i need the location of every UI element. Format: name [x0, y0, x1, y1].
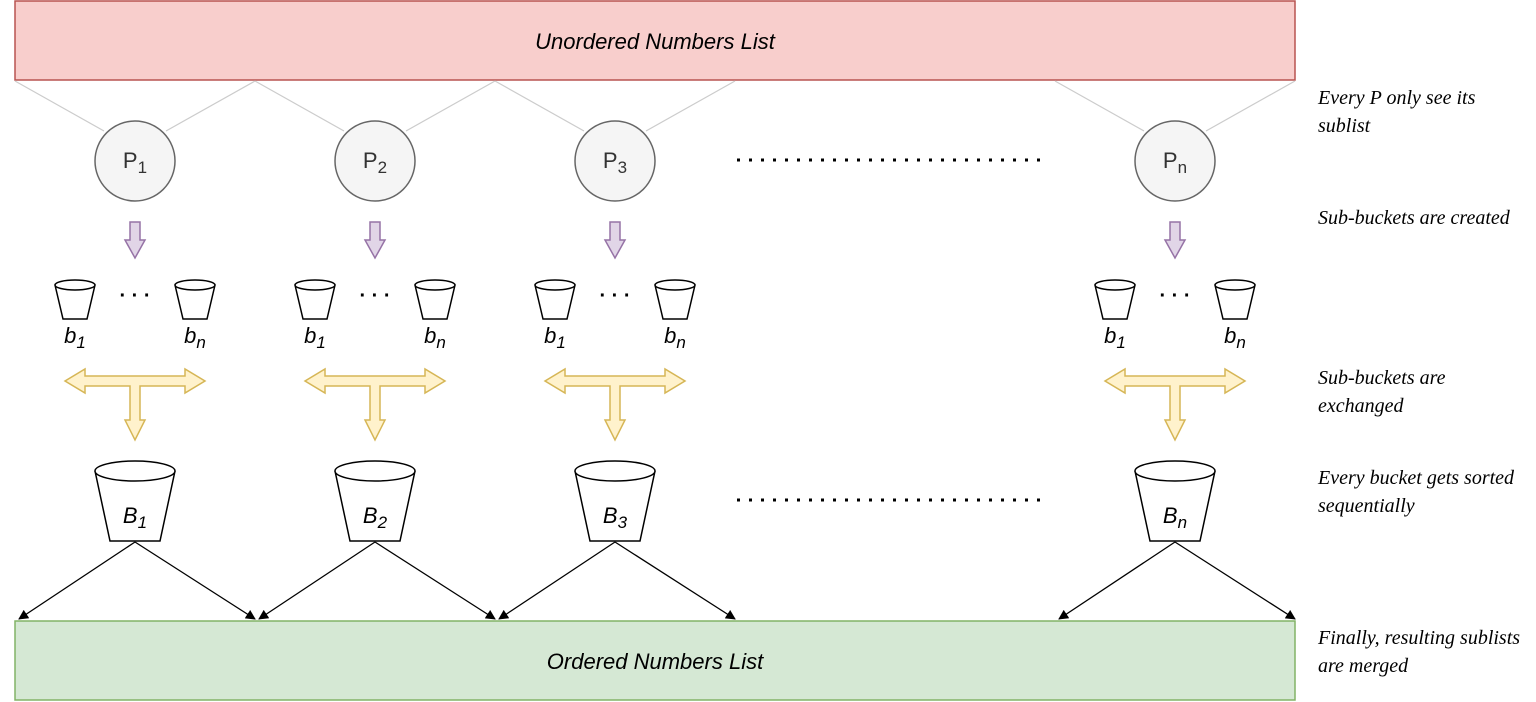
bucket-label-1: B1	[123, 503, 147, 532]
sub-bucket-2-1	[294, 284, 336, 320]
sub-bucket-label-1-1: b1	[64, 323, 86, 352]
bucket-rim-3	[574, 460, 656, 482]
sub-bucket-4-2	[1214, 284, 1256, 320]
sub-bucket-ellipsis-3: · · ·	[599, 285, 630, 307]
merge-arrow-right-4	[1174, 541, 1296, 620]
exchange-arrow-3	[543, 367, 687, 442]
sub-bucket-rim-2-2	[414, 279, 456, 291]
unordered-list-label: Unordered Numbers List	[535, 29, 776, 54]
bucket-rim-4	[1134, 460, 1216, 482]
sub-bucket-3-1	[534, 284, 576, 320]
processor-label-3: P3	[603, 148, 627, 177]
bucket-4	[1134, 470, 1216, 542]
merge-arrow-right-1	[134, 541, 256, 620]
processor-label-4: Pn	[1163, 148, 1187, 177]
sub-bucket-1-1	[54, 284, 96, 320]
sub-bucket-rim-1-2	[174, 279, 216, 291]
note-sublist: Every P only see its sublist	[1318, 87, 1476, 137]
create-arrow-1	[123, 221, 147, 260]
sub-bucket-ellipsis-1: · · ·	[119, 285, 150, 307]
connector-left-1	[14, 80, 105, 132]
sublist-connectors	[14, 80, 1296, 132]
column-1: P1 b1 bn · · · B1	[54, 120, 216, 542]
sub-bucket-rim-2-1	[294, 279, 336, 291]
connector-right-1	[165, 80, 256, 132]
processor-node-3	[574, 120, 656, 202]
bucket-3	[574, 470, 656, 542]
merge-arrow-left-4	[1058, 541, 1176, 620]
sub-bucket-1-2	[174, 284, 216, 320]
merge-arrow-left-3	[498, 541, 616, 620]
sub-bucket-2-2	[414, 284, 456, 320]
exchange-arrow-2	[303, 367, 447, 442]
bucket-rim-2	[334, 460, 416, 482]
ordered-list-label: Ordered Numbers List	[547, 649, 764, 674]
note-sublists-merged: Finally, resulting sublists are merged	[1318, 627, 1521, 677]
create-arrow-4	[1163, 221, 1187, 260]
create-arrow-2	[363, 221, 387, 260]
column-4: Pn b1 bn · · · Bn	[1094, 120, 1256, 542]
sub-bucket-4-1	[1094, 284, 1136, 320]
sub-bucket-ellipsis-2: · · ·	[359, 285, 390, 307]
sub-bucket-label-3-2: bn	[664, 323, 686, 352]
ordered-list-box	[14, 620, 1296, 701]
sub-bucket-label-4-1: b1	[1104, 323, 1126, 352]
unordered-list-box	[14, 0, 1296, 81]
bucket-rim-1	[94, 460, 176, 482]
sub-bucket-rim-1-1	[54, 279, 96, 291]
connector-left-3	[494, 80, 585, 132]
connector-right-4	[1205, 80, 1296, 132]
connector-right-3	[645, 80, 736, 132]
sub-bucket-label-4-2: bn	[1224, 323, 1246, 352]
merge-arrow-left-1	[18, 541, 136, 620]
sub-bucket-rim-4-1	[1094, 279, 1136, 291]
merge-arrow-right-3	[614, 541, 736, 620]
bucket-label-4: Bn	[1163, 503, 1187, 532]
bucket-1	[94, 470, 176, 542]
processor-node-1	[94, 120, 176, 202]
sub-bucket-rim-4-2	[1214, 279, 1256, 291]
note-buckets-sorted: Every bucket gets sorted sequentially	[1318, 467, 1515, 517]
connector-right-2	[405, 80, 496, 132]
sub-bucket-label-3-1: b1	[544, 323, 566, 352]
note-subbuckets-created: Sub-buckets are created	[1318, 207, 1510, 229]
processor-label-1: P1	[123, 148, 147, 177]
column-2: P2 b1 bn · · · B2	[294, 120, 456, 542]
connector-left-4	[1054, 80, 1145, 132]
bucket-2	[334, 470, 416, 542]
sub-bucket-label-2-1: b1	[304, 323, 326, 352]
sub-bucket-rim-3-2	[654, 279, 696, 291]
sub-bucket-3-2	[654, 284, 696, 320]
create-arrow-3	[603, 221, 627, 260]
bucket-label-2: B2	[363, 503, 388, 532]
connector-left-2	[254, 80, 345, 132]
merge-arrow-right-2	[374, 541, 496, 620]
exchange-arrow-1	[63, 367, 207, 442]
sub-bucket-rim-3-1	[534, 279, 576, 291]
sub-bucket-label-1-2: bn	[184, 323, 206, 352]
processor-label-2: P2	[363, 148, 387, 177]
sub-bucket-label-2-2: bn	[424, 323, 446, 352]
processor-node-2	[334, 120, 416, 202]
note-subbuckets-exchanged: Sub-buckets are exchanged	[1318, 367, 1446, 417]
merge-arrow-left-2	[258, 541, 376, 620]
exchange-arrow-4	[1103, 367, 1247, 442]
processor-node-4	[1134, 120, 1216, 202]
sub-bucket-ellipsis-4: · · ·	[1159, 285, 1190, 307]
bucket-label-3: B3	[603, 503, 628, 532]
merge-arrows	[18, 541, 1296, 620]
column-3: P3 b1 bn · · · B3	[534, 120, 696, 542]
